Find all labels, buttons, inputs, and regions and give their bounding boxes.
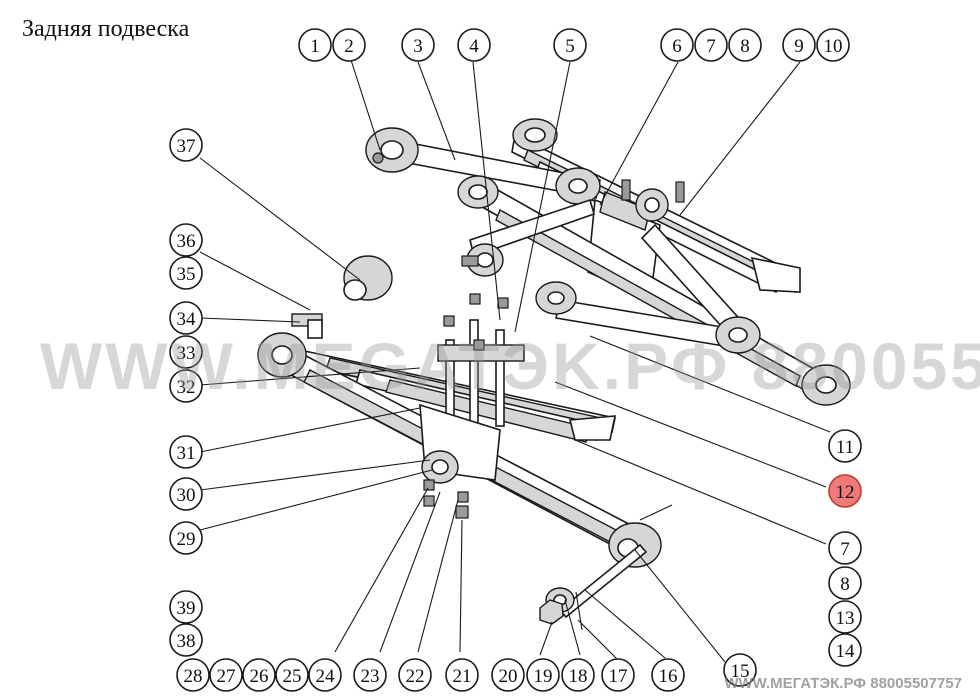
svg-text:27: 27 (217, 666, 236, 687)
svg-text:6: 6 (672, 36, 682, 57)
callout: 35 (169, 256, 203, 290)
callout: 38 (169, 623, 203, 657)
callout: 28 (176, 658, 210, 692)
svg-text:36: 36 (177, 231, 196, 252)
svg-text:4: 4 (469, 36, 479, 57)
axle-seat (419, 403, 501, 519)
u-bolts (437, 293, 525, 431)
svg-text:1: 1 (310, 36, 320, 57)
svg-text:11: 11 (836, 437, 854, 458)
svg-text:3: 3 (413, 36, 423, 57)
rear-torque-rod (365, 127, 601, 205)
callout: 14 (828, 633, 862, 667)
svg-text:7: 7 (840, 539, 850, 560)
svg-text:29: 29 (177, 529, 196, 550)
callout: 2 (332, 28, 366, 62)
callout: 32 (169, 369, 203, 403)
svg-text:35: 35 (177, 264, 196, 285)
callout: 23 (353, 658, 387, 692)
callout: 16 (651, 658, 685, 692)
svg-text:32: 32 (177, 377, 196, 398)
svg-text:20: 20 (499, 666, 518, 687)
callout: 29 (169, 521, 203, 555)
v-rod (535, 223, 761, 354)
page-title: Задняя подвеска (22, 16, 190, 42)
svg-text:13: 13 (836, 608, 855, 629)
callout: 21 (445, 658, 479, 692)
callout: 39 (169, 590, 203, 624)
callout: 31 (169, 435, 203, 469)
svg-text:15: 15 (731, 661, 750, 682)
callout: 11 (828, 429, 862, 463)
svg-text:19: 19 (534, 666, 553, 687)
svg-text:31: 31 (177, 443, 196, 464)
svg-text:9: 9 (794, 36, 804, 57)
svg-text:30: 30 (177, 485, 196, 506)
svg-text:17: 17 (609, 666, 628, 687)
svg-text:28: 28 (184, 666, 203, 687)
svg-text:22: 22 (406, 666, 425, 687)
callout: 37 (169, 128, 203, 162)
callout: 36 (169, 223, 203, 257)
svg-text:25: 25 (283, 666, 302, 687)
svg-text:34: 34 (177, 309, 197, 330)
svg-text:24: 24 (316, 666, 336, 687)
left-small-parts (291, 313, 323, 339)
svg-text:16: 16 (659, 666, 678, 687)
callout: 5 (553, 28, 587, 62)
callout: 34 (169, 301, 203, 335)
svg-text:26: 26 (250, 666, 269, 687)
callout: 19 (526, 658, 560, 692)
callouts: 1 2 3 4 5 6 7 8 9 10 37 36 35 34 33 32 3… (169, 28, 862, 692)
svg-text:2: 2 (344, 36, 354, 57)
svg-text:21: 21 (453, 666, 472, 687)
callout: 17 (601, 658, 635, 692)
callout: 8 (828, 566, 862, 600)
highlight-marker (828, 474, 862, 508)
callout-highlighted: 12 (828, 474, 862, 508)
callout: 20 (491, 658, 525, 692)
callout: 3 (401, 28, 435, 62)
callout: 15 (723, 653, 757, 687)
footer-watermark: WWW.МЕГАТЭК.РФ 88005507757 (724, 675, 962, 692)
svg-text:7: 7 (706, 36, 716, 57)
callout: 26 (242, 658, 276, 692)
svg-text:33: 33 (177, 343, 196, 364)
callout: 10 (816, 28, 850, 62)
svg-text:5: 5 (565, 36, 575, 57)
svg-text:23: 23 (361, 666, 380, 687)
callout: 7 (828, 531, 862, 565)
callout: 13 (828, 600, 862, 634)
middle-torque-rod (461, 198, 595, 277)
callout: 6 (660, 28, 694, 62)
callout: 30 (169, 477, 203, 511)
svg-text:8: 8 (840, 574, 850, 595)
callout: 7 (694, 28, 728, 62)
callout: 4 (457, 28, 491, 62)
callout: 25 (275, 658, 309, 692)
svg-text:18: 18 (569, 666, 588, 687)
callout: 27 (209, 658, 243, 692)
leader-lines (199, 59, 831, 663)
svg-text:12: 12 (836, 482, 855, 503)
watermark: WWW.MEGATЭK.PФ 88005507757 (40, 329, 980, 403)
callout: 1 (298, 28, 332, 62)
callout: 24 (308, 658, 342, 692)
svg-text:8: 8 (740, 36, 750, 57)
callout: 33 (169, 335, 203, 369)
svg-text:10: 10 (824, 36, 843, 57)
svg-text:39: 39 (177, 598, 196, 619)
callout: 9 (782, 28, 816, 62)
svg-text:37: 37 (177, 136, 196, 157)
svg-text:38: 38 (177, 631, 196, 652)
callout: 22 (398, 658, 432, 692)
callout: 18 (561, 658, 595, 692)
callout: 8 (728, 28, 762, 62)
svg-text:14: 14 (836, 641, 856, 662)
suspension-drawing (257, 118, 851, 631)
